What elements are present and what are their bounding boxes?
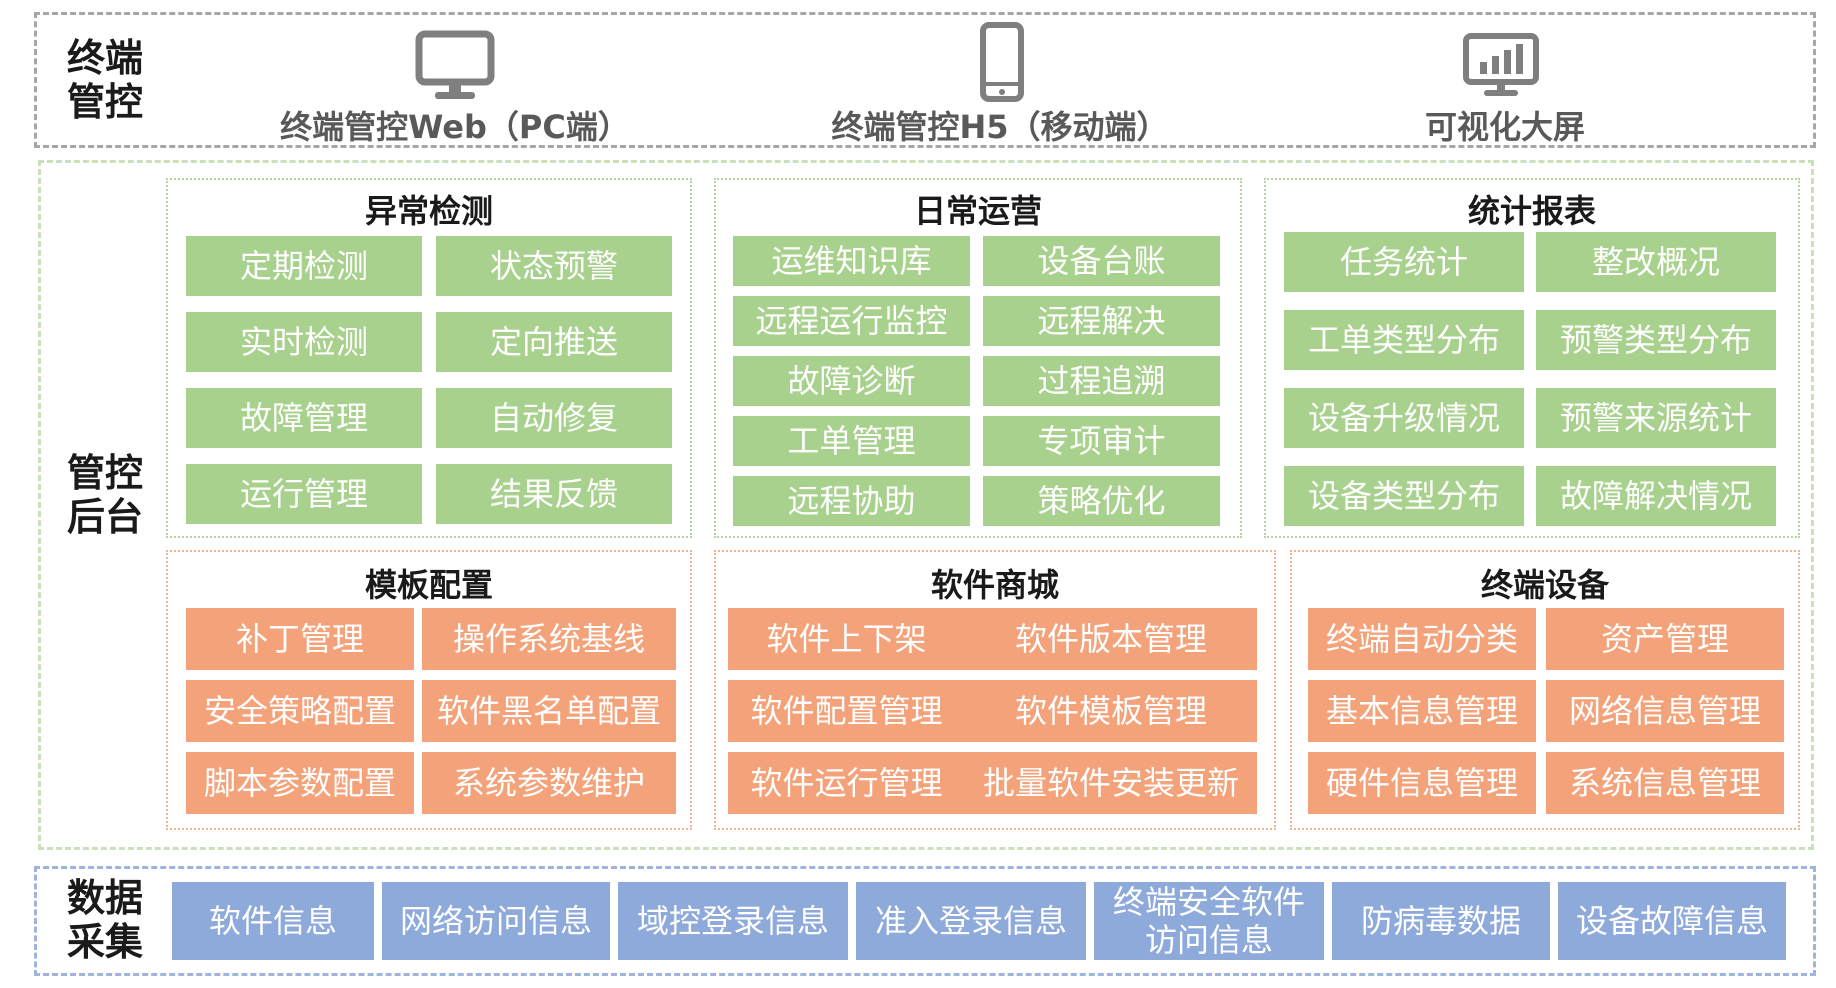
module-button[interactable]: 脚本参数配置 — [186, 752, 414, 814]
data-source-item[interactable]: 准入登录信息 — [856, 882, 1086, 960]
backend-section — [38, 160, 1814, 850]
module-button[interactable]: 网络信息管理 — [1546, 680, 1784, 742]
module-button[interactable]: 工单类型分布 — [1284, 310, 1524, 370]
top-group-0 — [166, 178, 692, 538]
mobile-phone-icon — [980, 22, 1024, 102]
terminal-item-h5[interactable]: 终端管控H5（移动端） — [820, 22, 1180, 146]
module-button[interactable]: 基本信息管理 — [1308, 680, 1536, 742]
terminal-web-label: 终端管控Web（PC端） — [280, 108, 630, 146]
module-button[interactable]: 补丁管理 — [186, 608, 414, 670]
module-button[interactable]: 工单管理 — [733, 416, 970, 466]
group-title: 日常运营 — [913, 192, 1042, 230]
module-button[interactable]: 定向推送 — [436, 312, 672, 372]
module-button[interactable]: 软件版本管理 — [965, 608, 1257, 670]
backend-section-label: 管控 后台 — [66, 451, 143, 539]
module-button[interactable]: 批量软件安装更新 — [965, 752, 1257, 814]
bottom-group-0 — [166, 550, 692, 830]
group-title: 终端设备 — [1480, 566, 1609, 604]
module-button[interactable]: 远程协助 — [733, 476, 970, 526]
bottom-group-1 — [714, 550, 1276, 830]
data-collection-label: 数据 采集 — [66, 876, 143, 964]
data-source-item[interactable]: 防病毒数据 — [1332, 882, 1550, 960]
module-button[interactable]: 整改概况 — [1536, 232, 1776, 292]
module-button[interactable]: 状态预警 — [436, 236, 672, 296]
top-group-2 — [1264, 178, 1800, 538]
module-button[interactable]: 故障解决情况 — [1536, 466, 1776, 526]
bottom-group-2 — [1290, 550, 1800, 830]
data-source-item[interactable]: 设备故障信息 — [1558, 882, 1786, 960]
module-button[interactable]: 实时检测 — [186, 312, 422, 372]
module-button[interactable]: 远程运行监控 — [733, 296, 970, 346]
module-button[interactable]: 远程解决 — [983, 296, 1220, 346]
module-button[interactable]: 运维知识库 — [733, 236, 970, 286]
module-button[interactable]: 设备类型分布 — [1284, 466, 1524, 526]
module-button[interactable]: 软件模板管理 — [965, 680, 1257, 742]
terminal-item-web[interactable]: 终端管控Web（PC端） — [280, 22, 630, 146]
terminal-section-label: 终端 管控 — [66, 36, 143, 124]
terminal-h5-label: 终端管控H5（移动端） — [831, 108, 1169, 146]
module-button[interactable]: 预警类型分布 — [1536, 310, 1776, 370]
data-source-item[interactable]: 软件信息 — [172, 882, 374, 960]
data-source-item[interactable]: 域控登录信息 — [618, 882, 848, 960]
module-button[interactable]: 软件配置管理 — [728, 680, 965, 742]
module-button[interactable]: 运行管理 — [186, 464, 422, 524]
module-button[interactable]: 软件运行管理 — [728, 752, 965, 814]
module-button[interactable]: 资产管理 — [1546, 608, 1784, 670]
module-button[interactable]: 安全策略配置 — [186, 680, 414, 742]
group-title: 软件商城 — [930, 566, 1059, 604]
terminal-item-bigscreen[interactable]: 可视化大屏 — [1400, 22, 1610, 146]
module-button[interactable]: 设备升级情况 — [1284, 388, 1524, 448]
terminal-section — [34, 12, 1816, 148]
module-button[interactable]: 硬件信息管理 — [1308, 752, 1536, 814]
group-title: 统计报表 — [1467, 192, 1596, 230]
module-button[interactable]: 系统信息管理 — [1546, 752, 1784, 814]
module-button[interactable]: 自动修复 — [436, 388, 672, 448]
data-source-item[interactable]: 终端安全软件 访问信息 — [1094, 882, 1324, 960]
monitor-icon — [415, 30, 495, 99]
module-button[interactable]: 软件黑名单配置 — [422, 680, 676, 742]
module-button[interactable]: 操作系统基线 — [422, 608, 676, 670]
module-button[interactable]: 定期检测 — [186, 236, 422, 296]
data-collection-section — [34, 866, 1816, 976]
module-button[interactable]: 策略优化 — [983, 476, 1220, 526]
module-button[interactable]: 终端自动分类 — [1308, 608, 1536, 670]
group-title: 模板配置 — [364, 566, 493, 604]
group-title: 异常检测 — [364, 192, 493, 230]
dashboard-screen-icon — [1463, 33, 1539, 96]
top-group-1 — [714, 178, 1242, 538]
module-button[interactable]: 专项审计 — [983, 416, 1220, 466]
module-button[interactable]: 故障管理 — [186, 388, 422, 448]
module-button[interactable]: 系统参数维护 — [422, 752, 676, 814]
module-button[interactable]: 结果反馈 — [436, 464, 672, 524]
module-button[interactable]: 预警来源统计 — [1536, 388, 1776, 448]
module-button[interactable]: 故障诊断 — [733, 356, 970, 406]
module-button[interactable]: 任务统计 — [1284, 232, 1524, 292]
module-button[interactable]: 设备台账 — [983, 236, 1220, 286]
terminal-bigscreen-label: 可视化大屏 — [1424, 108, 1585, 146]
module-button[interactable]: 软件上下架 — [728, 608, 965, 670]
data-source-item[interactable]: 网络访问信息 — [382, 882, 610, 960]
module-button[interactable]: 过程追溯 — [983, 356, 1220, 406]
